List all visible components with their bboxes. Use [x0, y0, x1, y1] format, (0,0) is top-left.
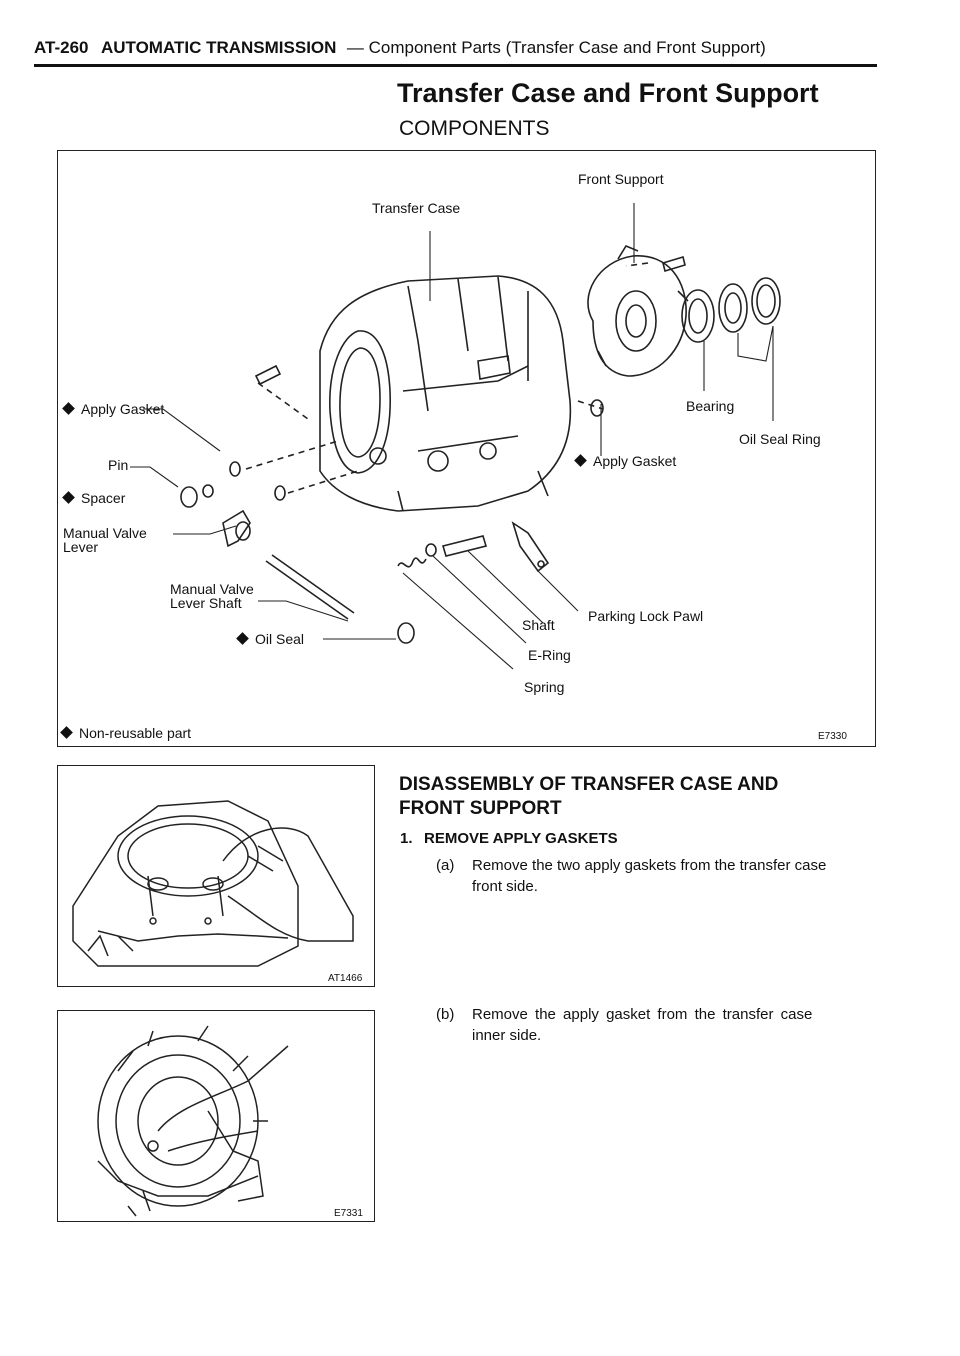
label-oil-seal-ring: Oil Seal Ring	[739, 431, 821, 447]
transfer-case-shape	[319, 275, 572, 512]
figure-1-illustration	[72, 800, 354, 967]
figure-remove-front-gaskets: AT1466	[57, 765, 375, 987]
label-apply-gasket-left: Apply Gasket	[62, 401, 164, 417]
page-header: AT-260 AUTOMATIC TRANSMISSION — Componen…	[34, 38, 877, 67]
label-spacer: Spacer	[62, 490, 125, 506]
figure-2-code: E7331	[334, 1208, 363, 1219]
step-1: 1.REMOVE APPLY GASKETS	[400, 830, 618, 847]
label-pin: Pin	[108, 457, 129, 473]
figure-remove-inner-gasket: E7331	[57, 1010, 375, 1222]
label-manual-valve-lever: Manual Valve Lever	[63, 525, 147, 555]
label-parking-lock-pawl: Parking Lock Pawl	[588, 608, 704, 624]
label-spring: Spring	[524, 679, 565, 695]
non-reusable-icon	[62, 402, 75, 415]
label-e-ring: E-Ring	[528, 647, 571, 663]
legend-non-reusable: Non-reusable part	[60, 725, 191, 741]
header-subtitle: — Component Parts (Transfer Case and Fro…	[346, 38, 766, 57]
label-bearing: Bearing	[686, 398, 735, 414]
figure-2-illustration	[97, 1025, 289, 1217]
page-code: AT-260	[34, 38, 89, 57]
section-name: AUTOMATIC TRANSMISSION	[100, 38, 337, 57]
label-oil-seal: Oil Seal	[236, 631, 304, 647]
components-illustration	[130, 203, 781, 670]
label-front-support: Front Support	[578, 171, 664, 187]
non-reusable-icon	[62, 491, 75, 504]
substep-b: (b) Remove the apply gasket from the tra…	[436, 1006, 813, 1044]
page-subtitle: COMPONENTS	[399, 117, 550, 140]
substep-a: (a) Remove the two apply gaskets from th…	[436, 857, 827, 895]
non-reusable-icon	[574, 454, 587, 467]
label-apply-gasket-right: Apply Gasket	[574, 453, 676, 469]
label-transfer-case: Transfer Case	[372, 200, 461, 216]
figure-1-code: AT1466	[328, 973, 363, 984]
label-manual-valve-lever-shaft: Manual Valve Lever Shaft	[170, 581, 254, 611]
diagram-code: E7330	[818, 731, 847, 742]
section-title: DISASSEMBLY OF TRANSFER CASE AND FRONT S…	[399, 774, 779, 819]
page-title: Transfer Case and Front Support	[397, 78, 819, 108]
non-reusable-icon	[60, 726, 73, 739]
front-support-shape	[587, 255, 687, 377]
label-shaft: Shaft	[522, 617, 555, 633]
non-reusable-icon	[236, 632, 249, 645]
components-diagram: Front Support Transfer Case Apply Gasket…	[57, 150, 876, 747]
